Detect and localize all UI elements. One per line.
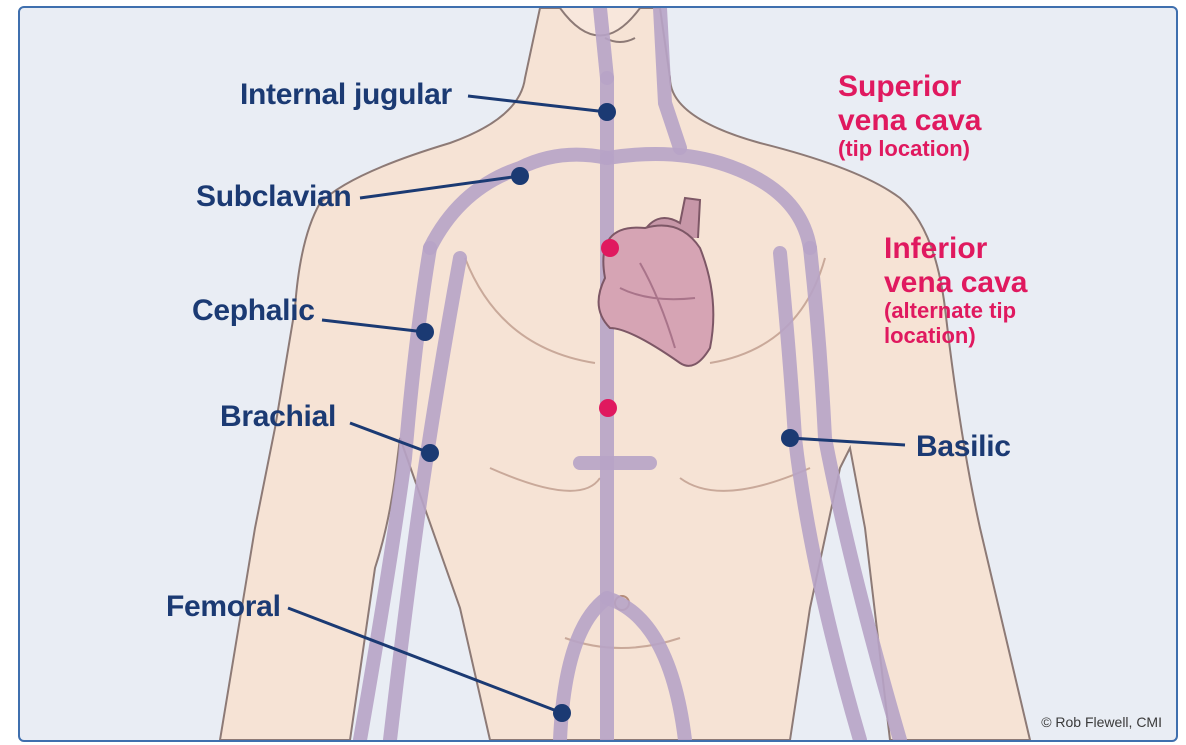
label-brachial: Brachial (220, 400, 336, 434)
label-internal-jugular: Internal jugular (240, 78, 452, 112)
body-illustration (20, 8, 1176, 740)
marker-subclavian (511, 167, 529, 185)
label-subclavian: Subclavian (196, 180, 351, 214)
marker-basilic (781, 429, 799, 447)
marker-internal-jugular (598, 103, 616, 121)
marker-superior-vena-cava (601, 239, 619, 257)
label-basilic: Basilic (916, 430, 1011, 464)
label-inferior-vena-cava: Inferior vena cava (alternate tip locati… (884, 232, 1027, 348)
inferior-line1: Inferior (884, 232, 1027, 266)
superior-line2: vena cava (838, 104, 981, 138)
inferior-line3: (alternate tip (884, 299, 1027, 324)
copyright-credit: © Rob Flewell, CMI (1041, 714, 1162, 730)
superior-line3: (tip location) (838, 137, 981, 162)
superior-line1: Superior (838, 70, 981, 104)
marker-brachial (421, 444, 439, 462)
inferior-line2: vena cava (884, 266, 1027, 300)
marker-femoral (553, 704, 571, 722)
label-cephalic: Cephalic (192, 294, 315, 328)
label-superior-vena-cava: Superior vena cava (tip location) (838, 70, 981, 162)
left-jugular-vein (600, 8, 607, 78)
inferior-line4: location) (884, 324, 1027, 349)
diagram-frame: Internal jugular Subclavian Cephalic Bra… (18, 6, 1178, 742)
marker-inferior-vena-cava (599, 399, 617, 417)
marker-cephalic (416, 323, 434, 341)
label-femoral: Femoral (166, 590, 281, 624)
